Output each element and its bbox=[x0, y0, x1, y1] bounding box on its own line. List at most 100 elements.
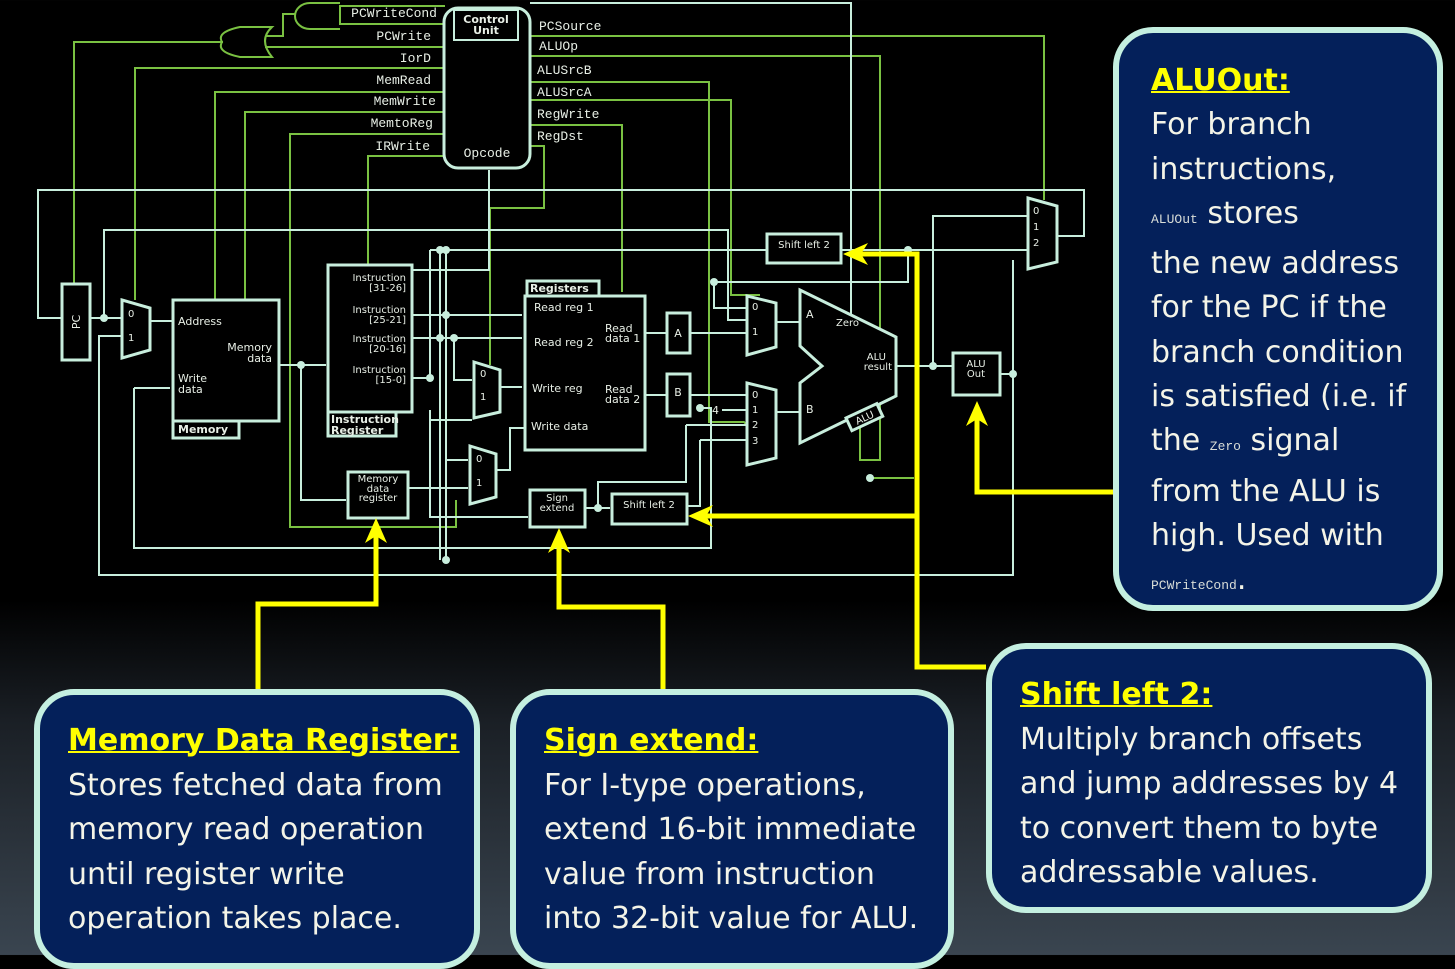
ir-field-bits: [15-0] bbox=[376, 375, 407, 386]
write-reg-label: Write reg bbox=[532, 382, 583, 395]
control-unit-title-1: Control bbox=[463, 13, 508, 26]
aluout-register: ALU Out bbox=[951, 351, 1002, 397]
read-data-2-label-2: data 2 bbox=[605, 393, 640, 406]
callout-line: for the PC if the bbox=[1151, 290, 1387, 326]
mdr-pointer bbox=[255, 530, 379, 690]
callout-line: Multiply branch offsets bbox=[1020, 721, 1363, 757]
mdr-arrow-head bbox=[365, 518, 387, 543]
alu-zero-label: Zero bbox=[836, 318, 859, 329]
callout-text: the bbox=[1151, 423, 1210, 459]
mux-input-0: 0 bbox=[752, 302, 758, 313]
memory-unit: Memory Address Memory data Write data bbox=[171, 298, 281, 440]
callout-line: memory read operation bbox=[68, 812, 425, 847]
callout-heading: Memory Data Register: bbox=[68, 723, 460, 758]
read-data-1-label: Read bbox=[605, 322, 633, 335]
signal-alusrca: ALUSrcA bbox=[537, 85, 592, 100]
mux-input-1: 1 bbox=[128, 333, 134, 344]
registers-title: Registers bbox=[530, 282, 589, 295]
callout-line: until register write bbox=[68, 856, 345, 892]
ir-field-label: Instruction bbox=[352, 305, 406, 316]
mux-input-0: 0 bbox=[480, 369, 486, 380]
read-data-1-label-2: data 1 bbox=[605, 332, 640, 345]
callout-line: to convert them to byte bbox=[1020, 810, 1379, 846]
callout-text: stores bbox=[1197, 195, 1299, 231]
memory-write-data-2: data bbox=[178, 383, 203, 396]
sign-extend-label-2: extend bbox=[540, 503, 575, 514]
shift-left-bottom-arrow-head bbox=[688, 505, 713, 527]
mux-input-0: 0 bbox=[128, 309, 134, 320]
mux-input-0: 0 bbox=[752, 390, 758, 401]
callout-line: extend 16-bit immediate bbox=[544, 812, 917, 847]
mux-alusrcb: 0 1 2 3 4 bbox=[712, 381, 778, 467]
mdr-label-3: register bbox=[359, 493, 398, 504]
callout-text: . bbox=[1236, 562, 1247, 598]
control-unit-title-2: Unit bbox=[473, 24, 499, 37]
mux-input-1: 1 bbox=[752, 327, 758, 338]
mux-input-0: 0 bbox=[476, 454, 482, 465]
callout-line: into 32-bit value for ALU. bbox=[544, 901, 919, 936]
memory-data-register: Memory data register bbox=[346, 470, 410, 520]
signal-pcwritecond: PCWriteCond bbox=[351, 6, 437, 21]
junction-dots bbox=[100, 246, 1017, 564]
callout-line: operation takes place. bbox=[68, 901, 402, 936]
alu-input-b: B bbox=[806, 403, 814, 416]
shift-left-top-arrow-head bbox=[843, 243, 868, 265]
control-unit: Control Unit Opcode PCWriteCond PCWrite … bbox=[351, 6, 601, 170]
latch-b-label: B bbox=[674, 386, 682, 399]
latch-a-label: A bbox=[674, 327, 682, 340]
callout-line: from the ALU is bbox=[1151, 473, 1381, 509]
alu: A B Zero ALU result ALU bbox=[798, 287, 898, 446]
signal-regwrite: RegWrite bbox=[537, 107, 599, 122]
ir-field-label: Instruction bbox=[352, 365, 406, 376]
code-zero: Zero bbox=[1209, 439, 1241, 455]
signal-alusrcb: ALUSrcB bbox=[537, 63, 592, 78]
shift-left-2-bottom: Shift left 2 bbox=[610, 492, 689, 526]
mux-input-3: 3 bbox=[752, 436, 758, 447]
callout-line: ALUOut stores bbox=[1151, 192, 1437, 242]
memory-data-label-1: Memory bbox=[227, 341, 272, 354]
opcode-label: Opcode bbox=[464, 146, 511, 161]
ir-field-bits: [25-21] bbox=[369, 315, 406, 326]
sign-extend-pointer bbox=[556, 540, 666, 690]
read-reg-2-label: Read reg 2 bbox=[534, 336, 594, 349]
aluout-label-2: Out bbox=[967, 369, 985, 380]
callout-line: PCWriteCond. bbox=[1151, 558, 1437, 608]
alu-result-label-2: result bbox=[864, 362, 892, 373]
ir-title-1: Instruction bbox=[331, 413, 399, 426]
callout-pointers bbox=[255, 243, 1113, 690]
pc-label: PC bbox=[70, 315, 83, 330]
mux-alusrca: 0 1 bbox=[745, 294, 778, 357]
signal-pcwrite: PCWrite bbox=[376, 29, 431, 44]
constant-four: 4 bbox=[712, 404, 719, 417]
register-file: Registers Read reg 1 Read reg 2 Write re… bbox=[523, 279, 647, 452]
mux-pcsource: 0 1 2 bbox=[1026, 196, 1059, 271]
memory-write-data-1: Write bbox=[178, 372, 207, 385]
callout-line: For branch bbox=[1151, 107, 1312, 143]
callout-aluout: ALUOut: For branch instructions, ALUOut … bbox=[1113, 27, 1443, 611]
latch-a: A bbox=[665, 311, 692, 355]
aluout-pointer bbox=[974, 415, 1113, 495]
signal-regdst: RegDst bbox=[537, 129, 584, 144]
memory-data-label-2: data bbox=[247, 352, 272, 365]
ir-field-label: Instruction bbox=[352, 273, 406, 284]
read-data-2-label: Read bbox=[605, 383, 633, 396]
callout-heading: Sign extend: bbox=[544, 723, 759, 758]
mux-input-1: 1 bbox=[476, 478, 482, 489]
callout-line: For I-type operations, bbox=[544, 767, 866, 803]
mdr-label-1: Memory bbox=[358, 474, 399, 485]
sign-extend-unit: Sign extend bbox=[528, 488, 587, 529]
shift-left-bottom-label: Shift left 2 bbox=[623, 500, 675, 511]
sign-extend-label-1: Sign bbox=[546, 493, 568, 504]
callout-line: addressable values. bbox=[1020, 855, 1319, 890]
mux-input-2: 2 bbox=[752, 420, 758, 431]
callout-heading: ALUOut: bbox=[1151, 63, 1290, 98]
shift-left-pointer bbox=[856, 251, 986, 670]
datapath-wires bbox=[37, 2, 1085, 576]
latch-b: B bbox=[665, 372, 692, 418]
sign-extend-arrow-head bbox=[548, 528, 570, 553]
ir-field-bits: [31-26] bbox=[369, 283, 406, 294]
write-data-label: Write data bbox=[531, 420, 588, 433]
ir-field-label: Instruction bbox=[352, 334, 406, 345]
callout-line: high. Used with bbox=[1151, 517, 1384, 553]
